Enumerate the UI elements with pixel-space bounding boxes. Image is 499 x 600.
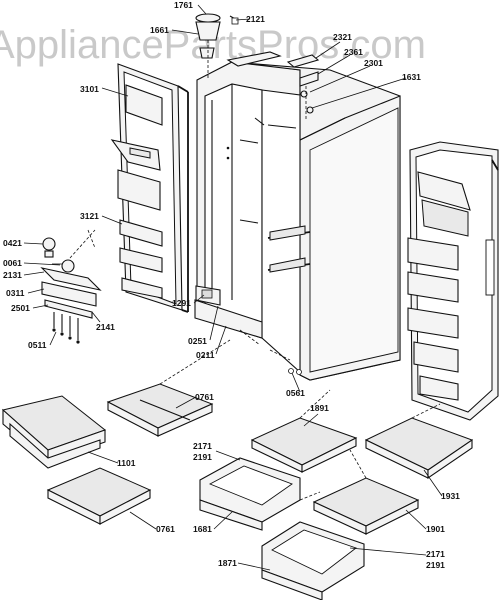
freezer-shelf-0761-bottom: [46, 467, 152, 525]
freezer-door: [110, 63, 189, 313]
part-label-2131: 2131: [3, 270, 22, 280]
shelf-1931: [364, 417, 474, 480]
fresh-food-door: [407, 141, 499, 421]
leader-lines: [23, 4, 443, 571]
part-label-1291: 1291: [172, 298, 191, 308]
part-label-1681: 1681: [193, 524, 212, 534]
part-label-2301: 2301: [364, 58, 383, 68]
part-label-1661: 1661: [150, 25, 169, 35]
refrigerator-cabinet: [194, 51, 401, 381]
part-label-2171: 2171: [426, 549, 445, 559]
part-label-1631: 1631: [402, 72, 421, 82]
freezer-drawer-1101: [1, 395, 107, 469]
guide-lines: [159, 329, 441, 501]
part-label-3101: 3101: [80, 84, 99, 94]
part-label-2191: 2191: [426, 560, 445, 570]
light-socket-parts: [42, 229, 96, 273]
part-label-0421: 0421: [3, 238, 22, 248]
part-label-1761: 1761: [174, 0, 193, 10]
part-label-0561: 0561: [286, 388, 305, 398]
part-label-2141: 2141: [96, 322, 115, 332]
part-label-3121: 3121: [80, 211, 99, 221]
crisper-drawer-1871: [261, 521, 365, 600]
part-label-1871: 1871: [218, 558, 237, 568]
shelf-1891: [250, 417, 358, 473]
part-label-1101: 1101: [117, 458, 136, 468]
crisper-drawer-1681: [199, 457, 301, 531]
part-label-0511: 0511: [28, 340, 47, 350]
part-label-0251: 0251: [188, 336, 207, 346]
part-label-0761: 0761: [195, 392, 214, 402]
part-label-2191: 2191: [193, 452, 212, 462]
part-label-0211: 0211: [196, 350, 215, 360]
part-label-2121: 2121: [246, 14, 265, 24]
part-label-1901: 1901: [426, 524, 445, 534]
part-label-0761: 0761: [156, 524, 175, 534]
part-label-2321: 2321: [333, 32, 352, 42]
part-label-0311: 0311: [6, 288, 25, 298]
part-label-0061: 0061: [3, 258, 22, 268]
freezer-shelf-0761-top: [106, 383, 214, 437]
part-label-1931: 1931: [441, 491, 460, 501]
part-label-2501: 2501: [11, 303, 30, 313]
control-bracket: [40, 267, 102, 344]
part-label-2361: 2361: [344, 47, 363, 57]
top-hinge-parts: [195, 13, 320, 120]
crisper-cover-1901: [312, 477, 420, 535]
part-label-2171: 2171: [193, 441, 212, 451]
part-label-1891: 1891: [310, 403, 329, 413]
